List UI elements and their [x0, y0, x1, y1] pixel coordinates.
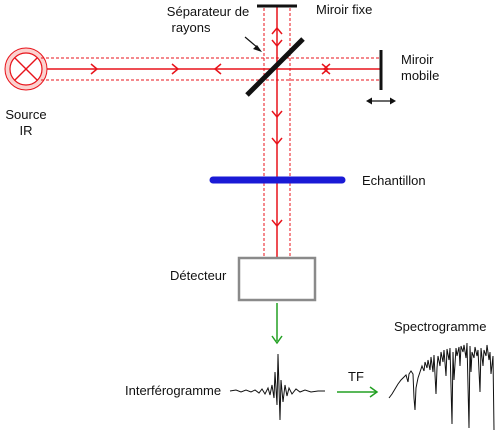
- double-arrow-horizontal-icon: [366, 97, 396, 105]
- beam-splitter-pointer-head: [253, 45, 262, 52]
- separator-label-line2: rayons: [171, 20, 211, 35]
- interferogram-label: Interférogramme: [125, 383, 221, 398]
- detector-box: [237, 256, 317, 302]
- moving-mirror-label-line2: mobile: [401, 68, 439, 83]
- detector-signal-arrow: [271, 303, 283, 345]
- separator-label-line1: Séparateur de: [167, 4, 249, 19]
- beam-splitter-pointer: [244, 36, 259, 49]
- source-label-line2: IR: [20, 123, 33, 138]
- source-label-line1: Source: [5, 107, 46, 122]
- moving-mirror-label-line1: Miroir: [401, 52, 434, 67]
- spectrogram-trace: [388, 342, 495, 431]
- ir-source: [4, 47, 48, 91]
- horizontal-beam-arrows: [90, 63, 331, 75]
- spectrogram-label: Spectrogramme: [394, 319, 486, 334]
- beam-splitter: [245, 37, 305, 97]
- ft-label: TF: [348, 369, 364, 384]
- interferogram-trace: [229, 353, 325, 421]
- sample-label: Echantillon: [362, 173, 426, 188]
- detector-label: Détecteur: [170, 268, 227, 283]
- vertical-beam-arrows: [271, 26, 283, 228]
- vertical-beam: [263, 6, 291, 258]
- fixed-mirror-label: Miroir fixe: [316, 2, 372, 17]
- ft-arrow: [337, 386, 379, 398]
